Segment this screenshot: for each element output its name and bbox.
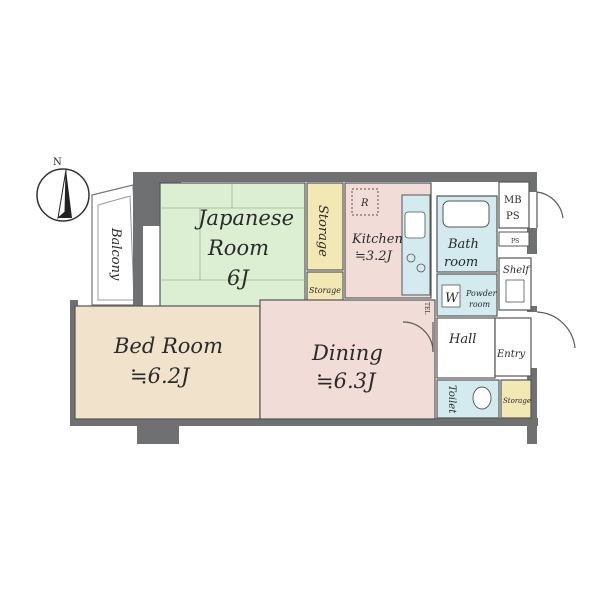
- toilet: [436, 379, 500, 419]
- washer-space-icon: [441, 284, 461, 308]
- hall-label: Hall: [448, 332, 476, 347]
- ps-small-label: PS: [511, 238, 519, 245]
- stove-burner-icon: [416, 263, 426, 273]
- storage-vertical: [306, 182, 344, 271]
- doors: [402, 191, 576, 353]
- japanese-room-label-2: Room: [207, 236, 269, 260]
- vanity-sink-icon: [505, 279, 525, 303]
- entry: [494, 317, 532, 377]
- entry-door-icon: [536, 311, 576, 349]
- bath-label-2: room: [444, 255, 478, 270]
- mbps: [498, 181, 530, 229]
- bath-label-1: Bath: [447, 237, 479, 252]
- toilet-label: Toilet: [446, 385, 457, 414]
- hall: [436, 317, 496, 379]
- storage-vertical-label: Storage: [315, 205, 330, 257]
- ps-small: [498, 231, 530, 247]
- fridge-space-icon: [351, 188, 379, 216]
- washer-label: W: [445, 291, 460, 306]
- dining-label: Dining: [311, 341, 383, 365]
- bed-room-label: Bed Room: [113, 334, 223, 358]
- mbps-door-icon: [536, 191, 564, 219]
- powder-label-2: room: [469, 300, 490, 309]
- powder-label-1: Powder: [465, 289, 498, 298]
- kitchen-label: Kitchen: [351, 232, 403, 247]
- storage-toilet: [500, 379, 532, 419]
- fridge-label: R: [360, 198, 369, 209]
- dining-size: ≒6.3J: [316, 369, 377, 393]
- bed-room: [74, 305, 261, 420]
- stove-burner-icon: [406, 253, 416, 263]
- entry-label: Entry: [496, 349, 526, 360]
- balcony: Balcony: [91, 184, 141, 306]
- balcony-label: Balcony: [108, 227, 123, 281]
- kitchen-counter: [401, 194, 431, 296]
- compass: N: [36, 157, 90, 222]
- mbps-label-2: PS: [506, 211, 520, 222]
- storage-small-label: Storage: [309, 286, 341, 295]
- japanese-room-label-1: Japanese: [194, 206, 294, 230]
- dining: [259, 299, 436, 420]
- tel-label: TEL: [423, 302, 430, 314]
- sink-icon: [404, 211, 426, 239]
- storage-toilet-label: Storage: [503, 397, 531, 405]
- shelf-label: Shelf: [503, 265, 531, 276]
- kitchen-size: ≒3.2J: [355, 249, 393, 264]
- toilet-icon: [472, 386, 492, 410]
- bed-room-size: ≒6.2J: [130, 364, 191, 388]
- mbps-label-1: MB: [504, 195, 522, 206]
- north-label: N: [53, 157, 62, 168]
- tatami-lines: [160, 183, 305, 281]
- bathtub-icon: [442, 200, 490, 228]
- japanese-room-size: 6J: [227, 266, 250, 290]
